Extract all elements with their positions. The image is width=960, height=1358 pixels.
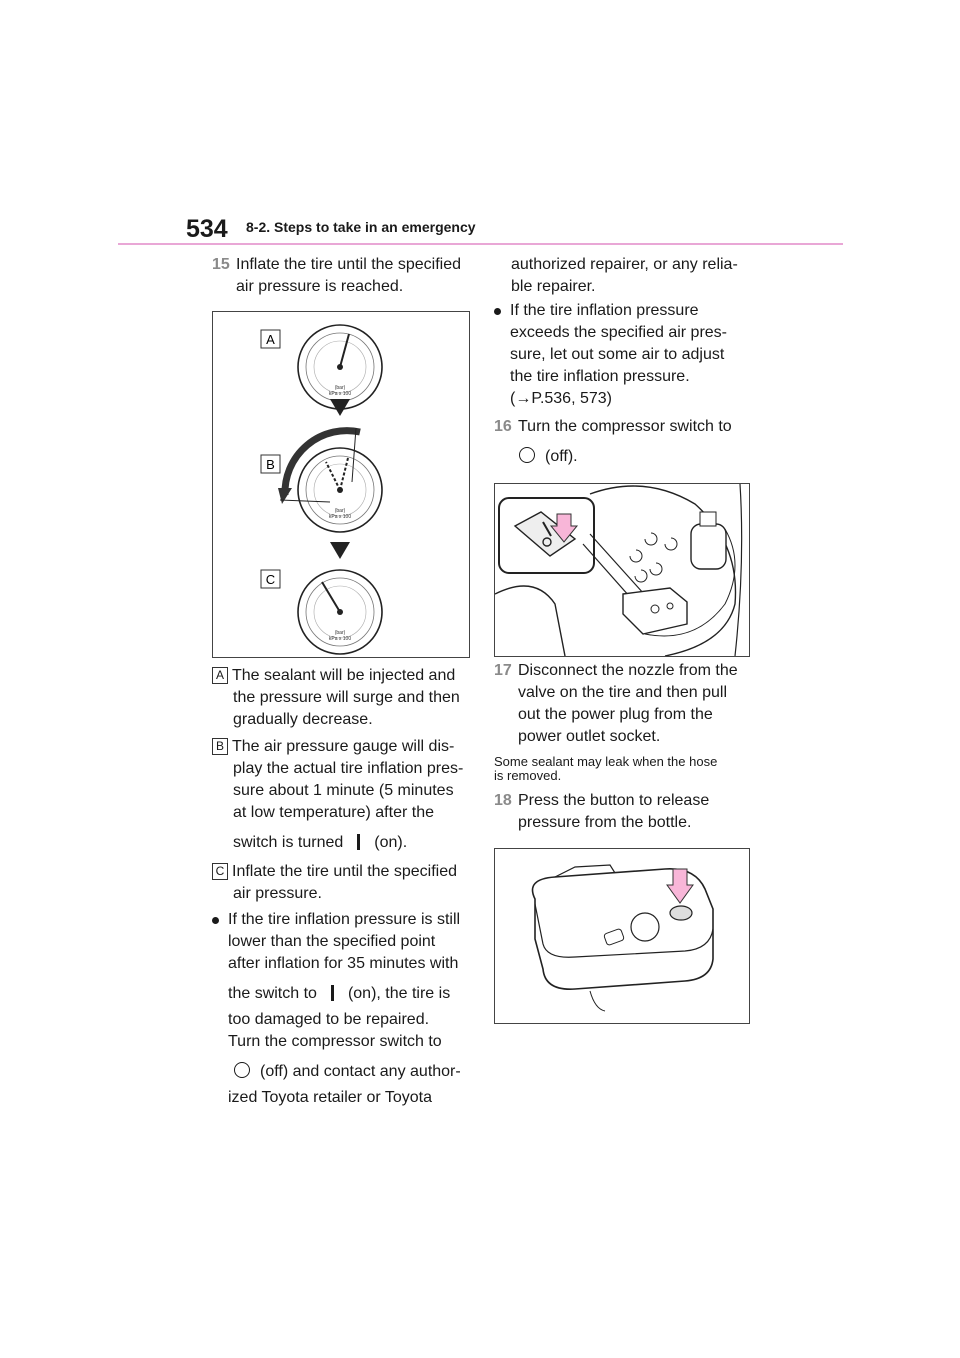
- bullet-still-low: If the tire inflation pressure is still …: [212, 909, 482, 1109]
- switch-off-icon: [234, 1062, 250, 1078]
- section-title: 8-2. Steps to take in an emergency: [246, 219, 476, 235]
- note-sealant: Some sealant may leak when the hose is r…: [494, 754, 718, 783]
- bottle-release-figure: [494, 848, 750, 1024]
- step-15: 15 Inflate the tire until the specified a…: [212, 254, 482, 298]
- step-number: 15: [212, 256, 230, 273]
- figure-label-b: B: [266, 457, 275, 472]
- page-number: 534: [186, 215, 228, 243]
- label-b: B: [212, 738, 228, 756]
- svg-text:kPa x 100: kPa x 100: [329, 636, 351, 642]
- figure-label-a-box: [260, 329, 281, 349]
- label-a: A: [212, 667, 228, 685]
- step-text: air pressure is reached.: [236, 278, 404, 295]
- svg-text:(bar): (bar): [335, 385, 346, 391]
- figure-label-b-box: [260, 454, 281, 474]
- gauge-a: (bar) kPa x 100: [297, 324, 383, 410]
- switch-on-icon: [330, 985, 334, 1001]
- gauge-illustration: A (bar) kPa x 100 B (bar): [260, 324, 383, 655]
- compressor-illustration: [494, 483, 743, 657]
- switch-off-icon: [519, 447, 535, 463]
- compressor-button-illustration: [531, 864, 714, 1012]
- continued-text: authorized repairer, or any relia- ble r…: [511, 256, 738, 295]
- down-arrow-icon: [330, 542, 350, 559]
- switch-on-icon: [357, 834, 361, 850]
- bullet-exceeds: If the tire inflation pressure exceeds t…: [494, 300, 754, 410]
- header-rule: [118, 243, 843, 245]
- gauge-b: (bar) kPa x 100: [278, 427, 383, 533]
- step-text: Inflate the tire until the specified: [236, 256, 462, 273]
- svg-text:kPa x 100: kPa x 100: [329, 514, 351, 520]
- page-reference[interactable]: (→P.536, 573): [510, 390, 612, 407]
- figure-label-a: A: [266, 332, 275, 347]
- compressor-switch-figure: [494, 483, 750, 657]
- gauge-c: (bar) kPa x 100: [297, 569, 383, 655]
- gauge-figure: A (bar) kPa x 100 B (bar): [212, 311, 470, 658]
- label-c: C: [212, 863, 228, 881]
- down-arrow-icon: [330, 399, 350, 416]
- figure-label-c-box: [260, 569, 281, 589]
- svg-text:(bar): (bar): [335, 508, 346, 514]
- svg-text:(bar): (bar): [335, 630, 346, 636]
- svg-text:kPa x 100: kPa x 100: [329, 391, 351, 397]
- figure-label-c: C: [266, 572, 275, 587]
